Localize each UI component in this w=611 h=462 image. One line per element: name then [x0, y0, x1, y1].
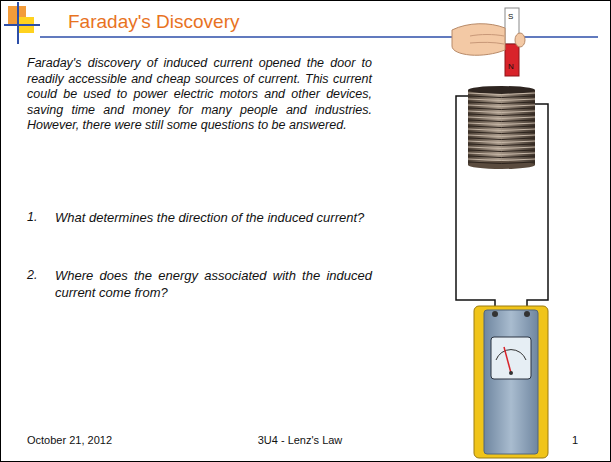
- coil-winding: [468, 114, 535, 116]
- coil-winding: [468, 132, 535, 134]
- list-number: 1.: [27, 210, 37, 224]
- coil-winding: [468, 93, 535, 95]
- coil-winding: [468, 117, 535, 119]
- slide-title: Faraday's Discovery: [68, 11, 240, 33]
- coil-winding: [468, 150, 535, 152]
- coil: [468, 86, 535, 169]
- coil-winding: [468, 111, 535, 113]
- coil-winding: [468, 108, 535, 110]
- list-item: Where does the energy associated with th…: [55, 268, 372, 301]
- coil-winding: [468, 123, 535, 125]
- coil-winding: [468, 144, 535, 146]
- coil-winding: [468, 135, 535, 137]
- body-paragraph: Faraday's discovery of induced current o…: [27, 56, 372, 134]
- coil-winding: [468, 129, 535, 131]
- coil-winding: [468, 153, 535, 155]
- coil-winding: [468, 102, 535, 104]
- coil-winding: [468, 138, 535, 140]
- footer-date: October 21, 2012: [27, 434, 112, 446]
- coil-winding: [468, 156, 535, 158]
- coil-winding: [468, 141, 535, 143]
- title-icon: [4, 2, 40, 44]
- coil-winding: [468, 120, 535, 122]
- pole-label: S: [508, 12, 513, 21]
- pole-label: N: [508, 62, 514, 71]
- coil-winding: [468, 159, 535, 161]
- hand-and-magnet: [452, 8, 525, 76]
- coil-winding: [468, 96, 535, 98]
- galvanometer: [474, 306, 548, 458]
- footer-course: 3U4 - Lenz's Law: [220, 434, 380, 446]
- list-item: What determines the direction of the ind…: [55, 210, 372, 227]
- coil-winding: [468, 147, 535, 149]
- coil-winding: [468, 126, 535, 128]
- coil-winding: [468, 162, 535, 164]
- page-number: 1: [572, 434, 578, 446]
- coil-winding: [468, 105, 535, 107]
- coil-winding: [468, 99, 535, 101]
- list-number: 2.: [27, 268, 37, 282]
